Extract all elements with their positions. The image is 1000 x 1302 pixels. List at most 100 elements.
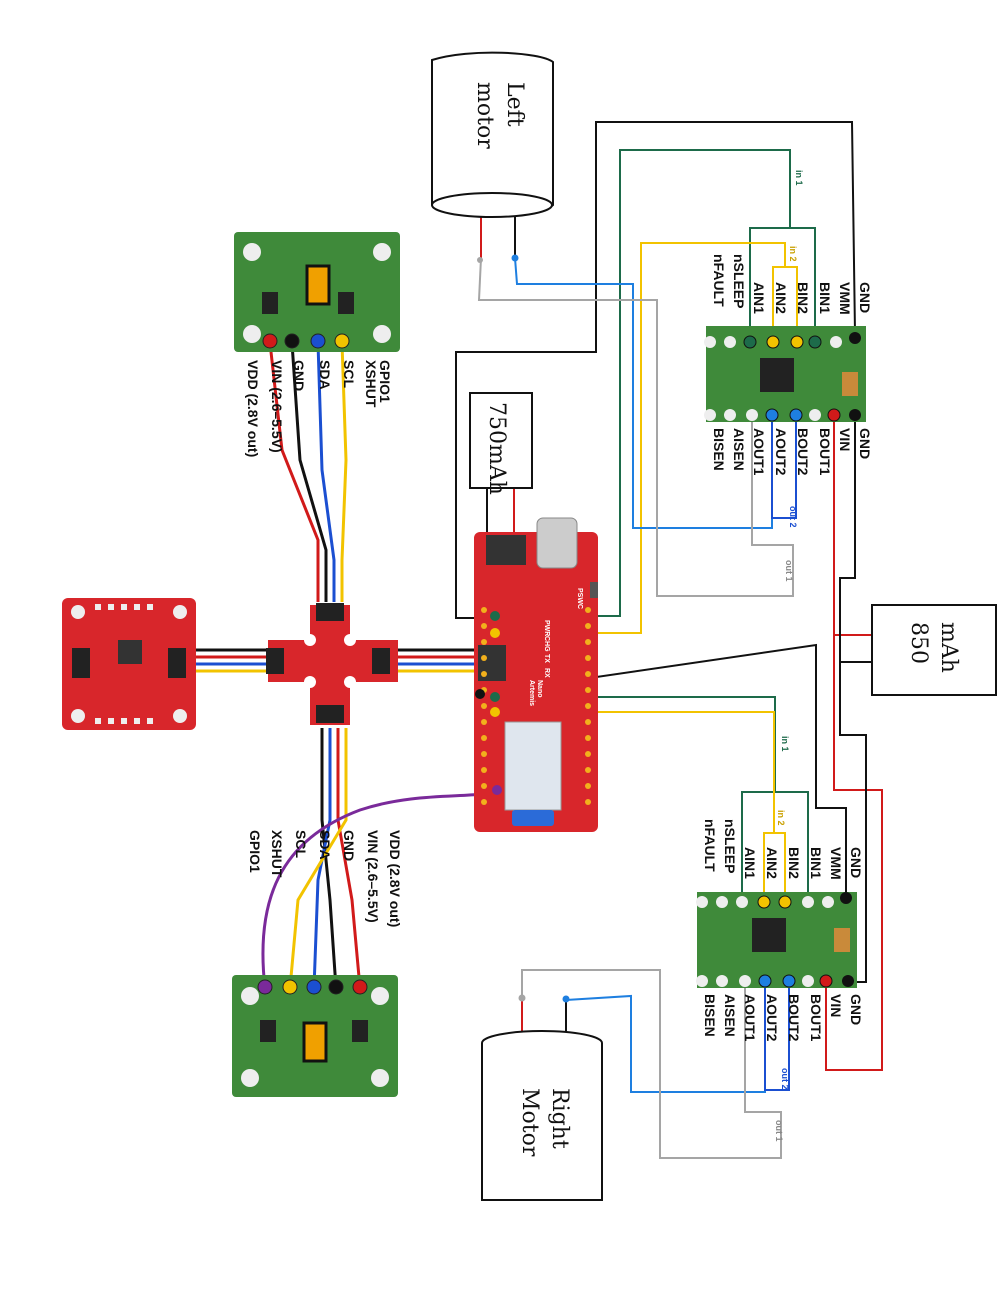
imu-board [62, 598, 196, 730]
right-motor-label: Right Motor [517, 1088, 572, 1157]
mdt-left-pin-5: AIN1 [751, 282, 767, 314]
label-text: mAh [936, 622, 961, 673]
mcu-silk-chg: CHG [543, 636, 550, 652]
mdt-left-pin-0: GND [857, 282, 873, 313]
mcu-silk-pswc: PSWC [576, 588, 583, 609]
mdt-right-pin-3: BOUT2 [795, 428, 811, 476]
tof-bottom-pin-1: VIN (2.6–5.5V) [365, 830, 381, 923]
mcu-silk-tx: TX [543, 654, 550, 663]
tof-top-pin-0: GPIO1 [377, 360, 393, 403]
wire-tof-bottom-xshut-purple [261, 788, 498, 989]
mdt-left-pin-4: AIN2 [773, 282, 789, 314]
label-text: Motor [517, 1088, 542, 1157]
mdt-left-pin-2: BIN1 [817, 282, 833, 314]
mdt-in2-label: in 2 [788, 246, 798, 262]
mdt-left-pin-6: nSLEEP [731, 254, 747, 308]
label-text: Right [547, 1088, 572, 1149]
battery-850-label: 850 mAh [906, 622, 961, 673]
tof-top-pin-1: XSHUT [363, 360, 379, 408]
mdb-right-pin-5: AOUT1 [742, 994, 758, 1042]
mdb-right-pin-3: BOUT2 [786, 994, 802, 1042]
mdt-in1-label: in 1 [794, 170, 804, 186]
tof-top-pin-3: SDA [317, 360, 333, 390]
qwiic-mux [266, 603, 398, 725]
tof-sensor-top: GPIO1 XSHUT SCL SDA GND VIN (2.6–5.5V) V… [234, 232, 400, 457]
tof-top-pins [262, 333, 350, 349]
mdb-right-pin-0: GND [848, 994, 864, 1025]
wire-tof-bottom-black [320, 728, 338, 989]
tof-bottom-pin-6: GPIO1 [247, 830, 263, 873]
mdb-left-pin-5: AIN1 [742, 847, 758, 879]
mdt-right-pin-6: AISEN [731, 428, 747, 471]
wire-tof-top-yellow [340, 342, 348, 602]
wire-850-red-bottom [825, 635, 883, 1071]
mdb-right-pin-2: BOUT1 [808, 994, 824, 1042]
mdb-left-pin-4: AIN2 [764, 847, 780, 879]
right-motor: Right Motor [481, 994, 603, 1201]
wire-850-black-top [839, 415, 872, 663]
wire-in1-top [749, 227, 816, 333]
mdb-in2-label: in 2 [776, 810, 786, 826]
tof-bottom-pin-5: XSHUT [269, 830, 285, 878]
tof-top-pin-5: VIN (2.6–5.5V) [269, 360, 285, 453]
wire-tof-bottom-blue [312, 728, 332, 989]
wire-tof-top-red [268, 342, 320, 602]
wire-tof-top-blue [316, 342, 336, 602]
tof-bottom-pins [257, 979, 368, 995]
mdt-right-pin-7: BISEN [711, 428, 727, 471]
mdt-right-pin-2: BOUT1 [817, 428, 833, 476]
label-text: motor [472, 82, 497, 149]
wire-tof-bottom-red [336, 728, 362, 989]
mdb-left-pin-6: nSLEEP [722, 819, 738, 873]
mdb-out1-label: out 1 [774, 1120, 784, 1142]
mdb-left-pin-7: nFAULT [702, 819, 718, 872]
wire-tof-top-black [290, 342, 328, 602]
tof-bottom-pin-0: VDD (2.8V out) [387, 830, 403, 927]
tof-sensor-bottom: VDD (2.8V out) VIN (2.6–5.5V) GND SDA SC… [232, 830, 403, 1097]
wire-left-motor-grey [477, 257, 794, 597]
mdb-out2-label: out 2 [780, 1068, 790, 1090]
battery-750mah: 750mAh [469, 392, 533, 495]
wire-mcu-gnd-bottom [479, 643, 847, 895]
mdb-right-pin-6: AISEN [722, 994, 738, 1037]
mdb-right-pin-4: AOUT2 [764, 994, 780, 1042]
battery-750-label: 750mAh [484, 402, 509, 495]
wire-out2-top [771, 415, 797, 519]
mdt-left-pin-3: BIN2 [795, 282, 811, 314]
wire-out2-bottom [764, 983, 790, 1091]
wires [196, 121, 883, 1159]
motor-driver-top: GND VMM BIN1 BIN2 AIN2 AIN1 nSLEEP nFAUL… [704, 170, 873, 582]
mdt-right-pin-1: VIN [837, 428, 853, 451]
mdt-out2-label: out 2 [788, 506, 798, 528]
mcu-silk-artemis: Artemis [528, 680, 535, 706]
left-motor: Left motor [431, 51, 554, 263]
wire-gnd-top-driver [455, 121, 856, 619]
label-text: Left [502, 82, 527, 127]
mcu-silk-nano: Nano [536, 680, 543, 698]
mdb-in1-label: in 1 [780, 736, 790, 752]
mdb-right-pin-1: VIN [828, 994, 844, 1017]
tof-top-pin-4: GND [291, 360, 307, 391]
mdt-left-pin-7: nFAULT [711, 254, 727, 307]
mdb-left-pin-0: GND [848, 847, 864, 878]
left-motor-label: Left motor [472, 82, 527, 149]
battery-850mah: 850 mAh [871, 604, 997, 696]
wire-right-motor-grey [521, 969, 782, 1159]
mdb-left-pin-1: VMM [828, 847, 844, 880]
artemis-nano-board: PSWC PWR CHG TX RX Artemis Nano [474, 517, 598, 832]
mdt-right-pin-5: AOUT1 [751, 428, 767, 476]
mcu-silk-rx: RX [543, 668, 550, 678]
mdt-right-pin-0: GND [857, 428, 873, 459]
tof-top-pin-6: VDD (2.8V out) [245, 360, 261, 457]
mcu-silk-pwr: PWR [543, 620, 550, 636]
mdb-left-pin-3: BIN2 [786, 847, 802, 879]
tof-top-pin-2: SCL [341, 360, 357, 388]
mdt-out1-label: out 1 [784, 560, 794, 582]
mdb-right-pin-7: BISEN [702, 994, 718, 1037]
tof-bottom-pin-2: GND [341, 830, 357, 861]
tof-bottom-pin-4: SCL [293, 830, 309, 858]
mdt-right-pin-4: AOUT2 [773, 428, 789, 476]
label-text: 850 [906, 622, 931, 664]
mdb-left-pin-2: BIN1 [808, 847, 824, 879]
